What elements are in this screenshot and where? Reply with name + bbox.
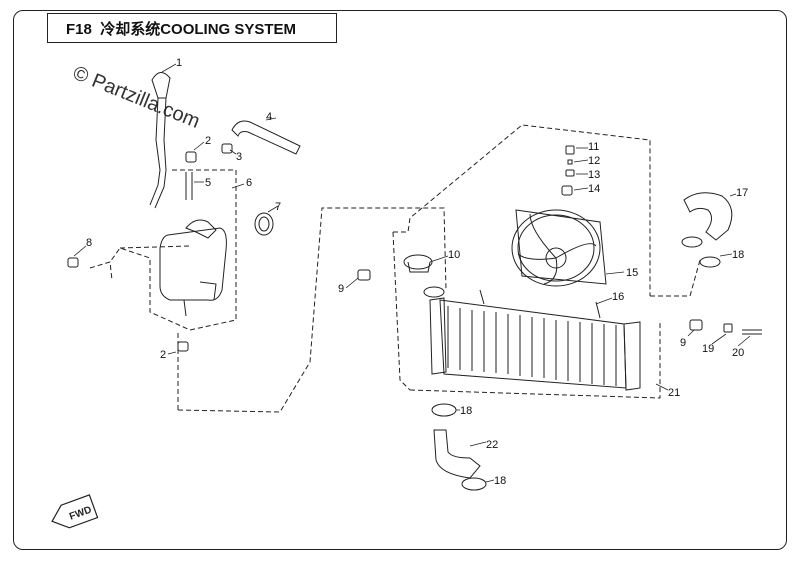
hose-clamp-18-upper (681, 236, 721, 268)
hose-5 (185, 172, 193, 200)
hose-clamp-2-bottom (177, 341, 189, 352)
bolt-20 (742, 329, 762, 335)
hose-clamp-2-top (185, 151, 197, 163)
callout-17: 17 (736, 187, 748, 199)
callout-12: 12 (588, 155, 600, 167)
callout-19: 19 (702, 343, 714, 355)
page-title: F18 冷却系统COOLING SYSTEM (66, 18, 296, 39)
leader-lines (73, 63, 751, 483)
reservoir-cap-7 (254, 212, 274, 236)
callout-8: 8 (86, 237, 92, 249)
callout-7: 7 (275, 201, 281, 213)
grommet-9-right (689, 319, 703, 331)
cooling-fan-15 (511, 209, 607, 287)
callout-16: 16 (612, 291, 624, 303)
callout-2b: 2 (160, 349, 166, 361)
title-text: 冷却系统COOLING SYSTEM (100, 20, 297, 38)
callout-4: 4 (266, 111, 272, 123)
callout-21: 21 (668, 387, 680, 399)
title-code: F18 (66, 20, 92, 38)
radiator-cap-10 (403, 254, 433, 273)
callout-15: 15 (626, 267, 638, 279)
overflow-hose-1 (149, 72, 171, 209)
callout-18c: 18 (494, 475, 506, 487)
fwd-arrow-icon: FWD (51, 494, 99, 529)
callout-9b: 9 (680, 337, 686, 349)
bolt-8 (67, 257, 79, 268)
hose-clamp-18-bottom (461, 477, 487, 491)
hose-4 (231, 120, 301, 155)
hose-clamp-18-middle (431, 403, 457, 417)
callout-13: 13 (588, 169, 600, 181)
callout-1: 1 (176, 57, 182, 69)
group-outlines (89, 124, 701, 413)
callout-18b: 18 (460, 405, 472, 417)
callout-14: 14 (588, 183, 600, 195)
callout-labels: 1 2 3 4 5 6 7 8 2 9 10 11 12 13 14 15 16… (86, 57, 748, 487)
diagram-frame (13, 10, 787, 550)
hose-17 (683, 192, 733, 241)
callout-22: 22 (486, 439, 498, 451)
callout-11: 11 (588, 141, 599, 153)
callout-6: 6 (246, 177, 252, 189)
hose-22 (433, 429, 481, 479)
callout-5: 5 (205, 177, 211, 189)
clamp-3 (221, 143, 233, 154)
callout-2a: 2 (205, 135, 211, 147)
grommet-9-left (357, 269, 371, 281)
callout-3: 3 (236, 151, 242, 163)
callout-9a: 9 (338, 283, 344, 295)
radiator-16 (423, 286, 641, 391)
callout-18a: 18 (732, 249, 744, 261)
callout-20: 20 (732, 347, 744, 359)
coolant-reservoir-6 (159, 219, 227, 317)
title-box: F18 冷却系统COOLING SYSTEM (47, 13, 337, 43)
callout-10: 10 (448, 249, 460, 261)
washer-19 (723, 323, 733, 333)
fasteners-11-14 (561, 145, 575, 196)
